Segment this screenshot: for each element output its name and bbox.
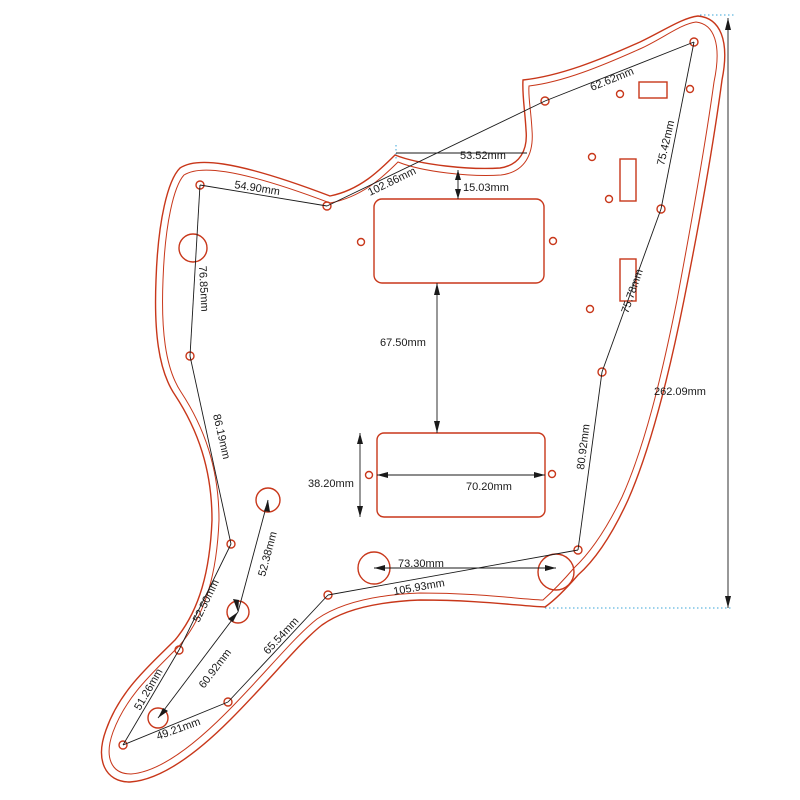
label-knob-diagonal: 60.92mm [197, 647, 234, 691]
dimension-lines [122, 18, 731, 746]
jack-hole [537, 553, 575, 591]
label-left-upper: 76.85mm [196, 266, 210, 312]
screw-hole [656, 204, 666, 214]
label-overall-height: 262.09mm [654, 386, 706, 398]
label-top-left-edge: 54.90mm [234, 179, 281, 198]
mount-hole [547, 469, 557, 479]
screw-hole [597, 367, 607, 377]
screw-hole [322, 201, 332, 211]
label-right-middle: 75.78mm [619, 268, 645, 315]
knob-hole [178, 233, 208, 263]
label-bottom-diagonal: 105.93mm [392, 577, 445, 598]
screw-hole [118, 740, 128, 750]
label-pickup-width: 70.20mm [466, 481, 512, 493]
label-pickup-height: 38.20mm [308, 478, 354, 490]
label-knob-spacing: 52.38mm [256, 530, 279, 577]
screw-hole [223, 697, 233, 707]
screw-hole [615, 89, 625, 99]
screw-hole [689, 37, 699, 47]
screw-hole [573, 545, 583, 555]
label-top-diagonal: 102.86mm [366, 165, 418, 199]
label-bottom-holes-spacing: 73.30mm [398, 558, 444, 570]
label-bottom-tip: 49.21mm [155, 716, 202, 743]
screw-hole [174, 645, 184, 655]
screw-hole [585, 304, 595, 314]
screw-hole [587, 152, 597, 162]
label-pickup-spacing: 67.50mm [380, 337, 426, 349]
screw-hole [685, 84, 695, 94]
mount-hole [364, 470, 374, 480]
label-left-middle: 86.19mm [210, 413, 232, 460]
knob-hole [255, 487, 281, 513]
neck-pickup-cavity [373, 198, 545, 284]
mount-hole [548, 236, 558, 246]
screw-hole [540, 96, 550, 106]
mount-hole [356, 237, 366, 247]
switch-slot [638, 81, 668, 99]
screw-hole [323, 590, 333, 600]
label-top-edge-right: 62.62mm [589, 65, 636, 93]
label-left-lower: 52.50mm [191, 578, 222, 624]
switch-slot [619, 158, 637, 202]
label-top-notch-width: 53.52mm [460, 150, 506, 162]
knob-hole [147, 707, 169, 729]
label-right-lower: 80.92mm [575, 423, 592, 470]
screw-hole [604, 194, 614, 204]
pickguard-outline [100, 15, 726, 783]
pickguard-inner-outline [108, 21, 718, 775]
label-neck-pickup-gap: 15.03mm [463, 182, 509, 194]
screw-hole [226, 539, 236, 549]
